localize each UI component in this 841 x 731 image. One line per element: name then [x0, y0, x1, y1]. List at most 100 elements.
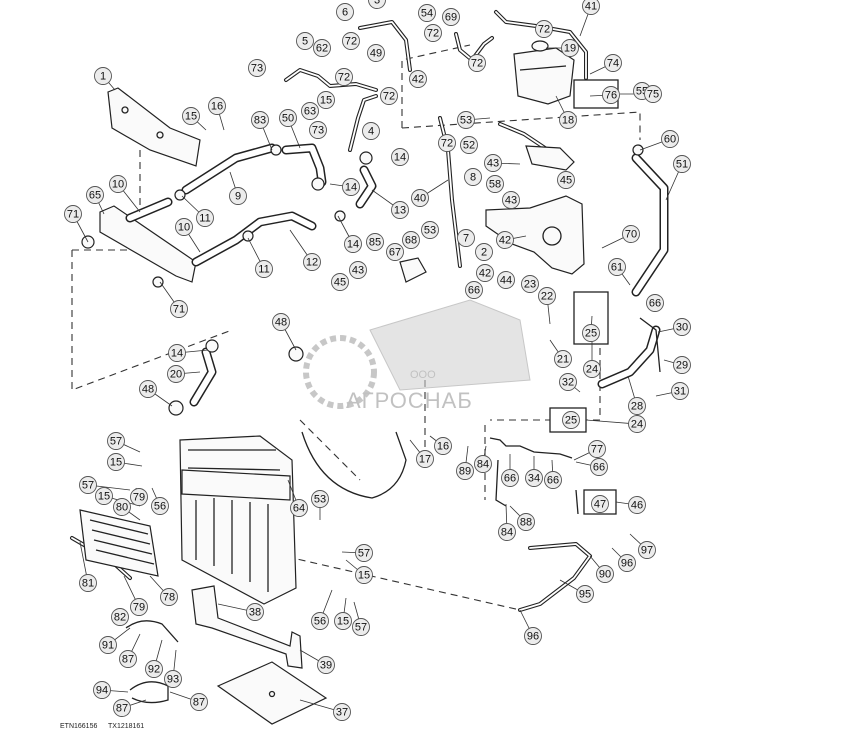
callout-bubble — [317, 656, 335, 674]
callout-4: 4 — [362, 122, 380, 140]
callout-63: 63 — [301, 102, 319, 120]
callout-number: 10 — [112, 179, 124, 191]
callout-number: 11 — [199, 213, 210, 225]
callout-number: 15 — [337, 616, 349, 628]
callout-number: 3 — [374, 0, 380, 7]
callout-13: 13 — [391, 201, 409, 219]
callout-bubble — [290, 499, 308, 517]
callout-number: 15 — [320, 95, 332, 107]
callout-bubble — [424, 24, 442, 42]
callout-number: 29 — [676, 360, 688, 372]
callout-bubble — [402, 231, 420, 249]
callout-number: 53 — [314, 494, 326, 506]
callout-65: 65 — [86, 186, 104, 204]
callout-72: 72 — [438, 134, 456, 152]
callout-number: 76 — [605, 90, 617, 102]
callout-bubble — [418, 4, 436, 22]
callout-96: 96 — [524, 627, 542, 645]
callout-number: 81 — [82, 578, 94, 590]
callout-number: 45 — [560, 175, 572, 187]
callout-bubble — [622, 225, 640, 243]
callout-number: 80 — [116, 502, 128, 514]
callout-number: 25 — [565, 415, 577, 427]
callout-number: 72 — [427, 28, 439, 40]
callout-number: 87 — [122, 654, 134, 666]
callout-bubble — [113, 699, 131, 717]
callout-bubble — [355, 566, 373, 584]
callout-number: 78 — [163, 592, 175, 604]
callout-bubble — [313, 39, 331, 57]
callout-bubble — [94, 67, 112, 85]
callout-number: 16 — [437, 441, 449, 453]
callout-71: 71 — [64, 205, 82, 223]
callout-number: 90 — [599, 569, 611, 581]
callout-bubble — [661, 130, 679, 148]
callout-number: 15 — [98, 491, 110, 503]
callout-number: 32 — [562, 377, 574, 389]
callout-22: 22 — [538, 287, 556, 305]
callout-19: 19 — [561, 39, 579, 57]
callout-87: 87 — [113, 699, 131, 717]
coolant-reservoir — [513, 40, 575, 105]
callout-bubble — [535, 20, 553, 38]
callout-number: 40 — [414, 193, 426, 205]
callout-46: 46 — [628, 496, 646, 514]
callout-bubble — [362, 122, 380, 140]
callout-bubble — [538, 287, 556, 305]
callout-number: 17 — [419, 454, 431, 466]
callout-number: 38 — [249, 607, 261, 619]
callout-58: 58 — [486, 175, 504, 193]
callout-bubble — [671, 382, 689, 400]
callout-66: 66 — [544, 471, 562, 489]
callout-bubble — [248, 59, 266, 77]
callout-62: 62 — [313, 39, 331, 57]
callout-15: 15 — [355, 566, 373, 584]
callout-20: 20 — [167, 365, 185, 383]
callout-78: 78 — [160, 588, 178, 606]
callout-bubble — [139, 380, 157, 398]
callout-bubble — [517, 513, 535, 531]
callout-number: 14 — [171, 348, 183, 360]
callout-bubble — [524, 627, 542, 645]
callout-bubble — [576, 585, 594, 603]
callout-number: 34 — [528, 473, 540, 485]
callout-bubble — [460, 136, 478, 154]
callout-60: 60 — [661, 130, 679, 148]
callout-43: 43 — [484, 154, 502, 172]
callout-43: 43 — [502, 191, 520, 209]
callout-bubble — [434, 437, 452, 455]
callout-bubble — [145, 660, 163, 678]
callout-number: 66 — [547, 475, 559, 487]
callout-number: 93 — [167, 674, 179, 686]
callout-8: 8 — [464, 168, 482, 186]
callout-number: 87 — [193, 697, 205, 709]
callout-57: 57 — [79, 476, 97, 494]
upper-hoses — [125, 143, 669, 416]
callout-number: 54 — [421, 8, 433, 20]
callout-number: 9 — [235, 191, 241, 203]
callout-number: 42 — [479, 268, 491, 280]
callout-53: 53 — [421, 221, 439, 239]
callout-45: 45 — [557, 171, 575, 189]
callout-53: 53 — [311, 490, 329, 508]
callout-18: 18 — [559, 111, 577, 129]
callout-number: 74 — [607, 58, 619, 70]
callout-number: 44 — [500, 275, 512, 287]
callout-bubble — [190, 693, 208, 711]
callout-number: 42 — [412, 74, 424, 86]
callout-bubble — [438, 134, 456, 152]
callout-number: 16 — [211, 101, 223, 113]
callout-bubble — [411, 189, 429, 207]
callout-bubble — [255, 260, 273, 278]
right-fittings — [489, 79, 661, 515]
callout-bubble — [349, 261, 367, 279]
callout-number: 87 — [116, 703, 128, 715]
callout-95: 95 — [576, 585, 594, 603]
callout-number: 58 — [489, 179, 501, 191]
figure-id: ETN166156 — [60, 723, 97, 730]
callout-number: 10 — [178, 222, 190, 234]
callout-10: 10 — [109, 175, 127, 193]
callout-6: 6 — [336, 3, 354, 21]
callout-number: 96 — [527, 631, 539, 643]
callout-bubble — [582, 0, 600, 15]
